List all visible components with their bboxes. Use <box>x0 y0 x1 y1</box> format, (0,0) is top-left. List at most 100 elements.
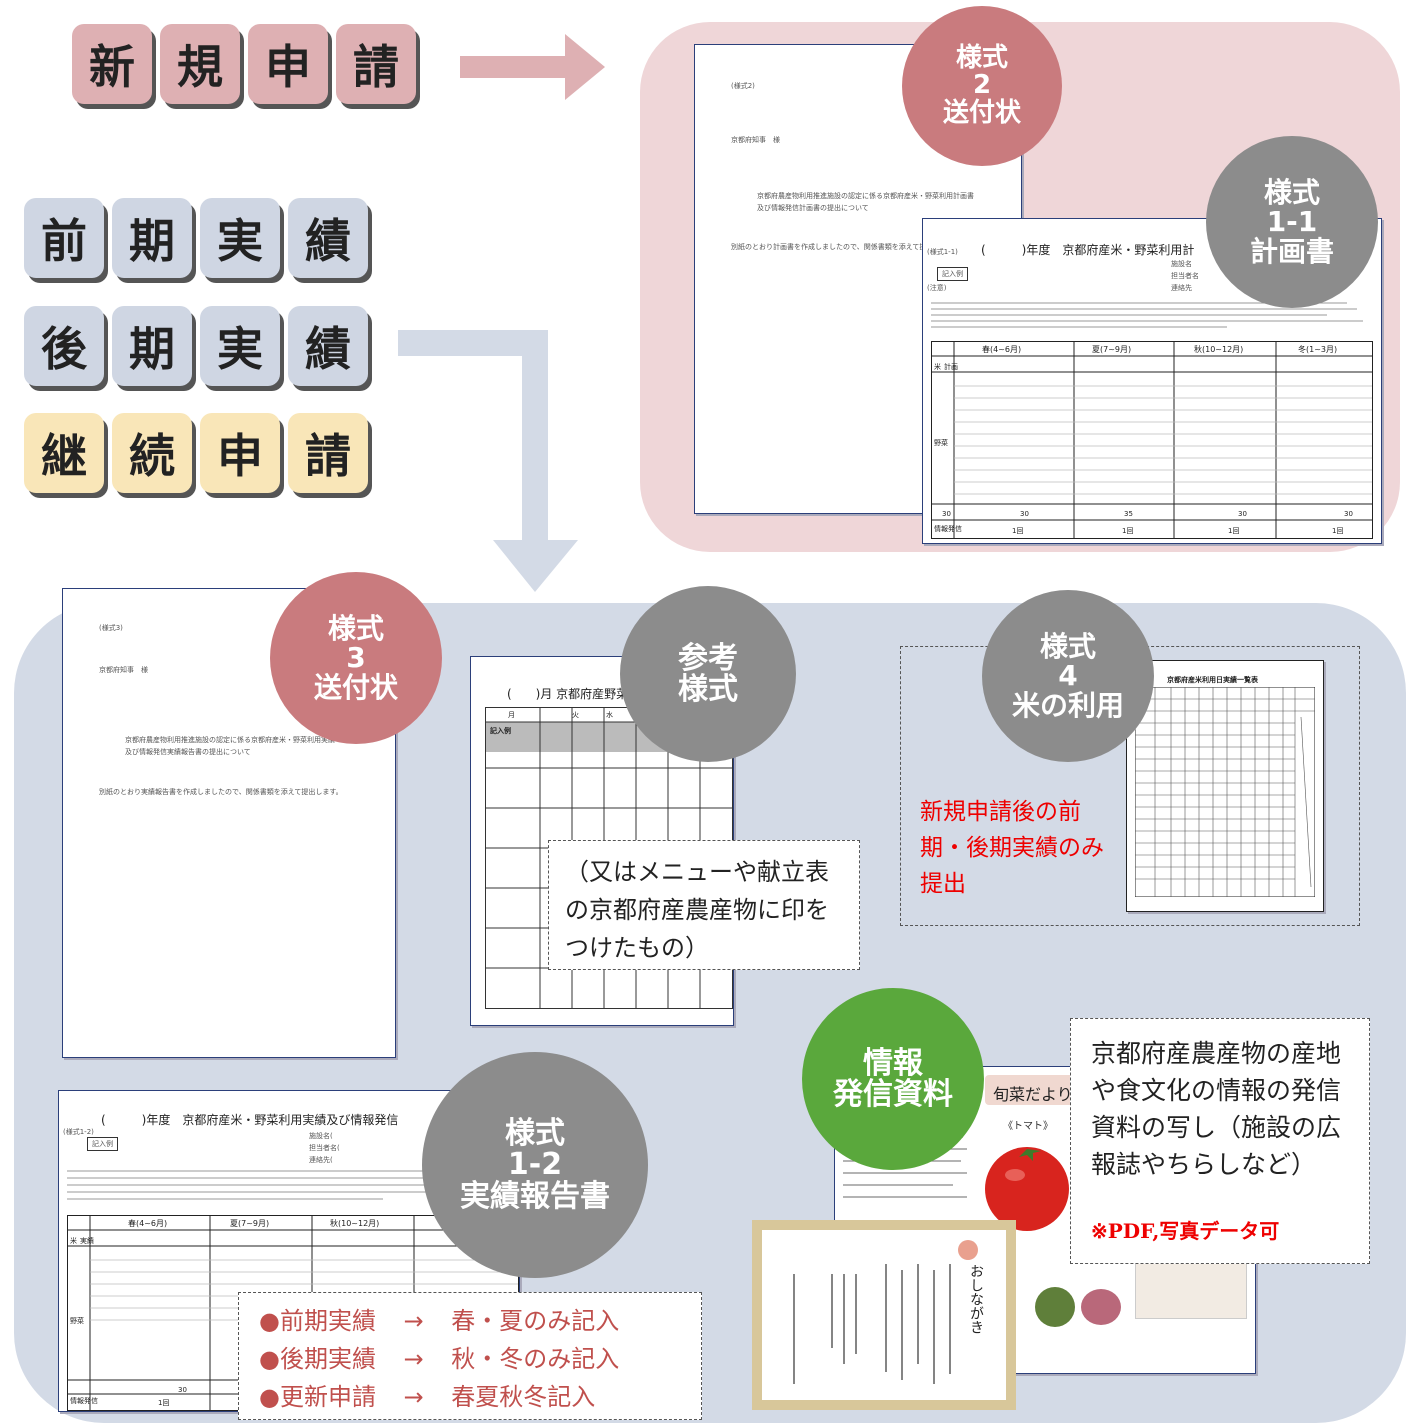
total-value: 30 <box>1020 510 1029 518</box>
arrow-down-icon <box>398 330 578 592</box>
form1-1-document: (様式1-1) ( )年度 京都府産米・野菜利用計 記入例 施設名 担当者名 連… <box>922 218 1382 544</box>
row-label: 実績 <box>80 1237 94 1245</box>
menu-card: おしながき <box>752 1220 1016 1410</box>
badge-text: 送付状 <box>313 670 398 704</box>
legend-desc: 秋・冬のみ記入 <box>451 1345 620 1373</box>
tile: 継 <box>24 413 104 493</box>
row-label: 野菜 <box>70 1317 84 1325</box>
legend-desc: 春・夏のみ記入 <box>451 1307 620 1335</box>
count-value: 1回 <box>1012 527 1024 535</box>
doc-title: ( )年度 京都府産米・野菜利用計 <box>981 243 1195 257</box>
tile: 続 <box>112 413 192 493</box>
total-value: 35 <box>1124 510 1133 518</box>
info-note: 京都府産農産物の産地や食文化の情報の発信資料の写し（施設の広報誌やちらしなど） … <box>1070 1018 1370 1264</box>
row-label: 情報発信 <box>934 525 962 533</box>
arrow-icon: → <box>403 1307 424 1335</box>
legend-row: ●後期実績 → 秋・冬のみ記入 <box>259 1339 619 1374</box>
badge-text: 様式 <box>955 43 1008 74</box>
table-lines <box>932 342 1372 538</box>
legend-note: ●前期実績 → 春・夏のみ記入 ●後期実績 → 秋・冬のみ記入 ●更新申請 → … <box>238 1292 702 1420</box>
row-label: 情報発信 <box>70 1397 98 1405</box>
badge-reference: 参考 様式 <box>620 586 796 762</box>
form4-document: 京都府産米利用日実績一覧表 <box>1126 660 1324 912</box>
badge-text: 3 <box>346 641 366 675</box>
tile: 規 <box>160 24 240 104</box>
doc-body: 及び情報発信実績報告書の提出について <box>125 748 251 756</box>
tile: 期 <box>112 306 192 386</box>
badge-form1-2: 様式 1-2 実績報告書 <box>422 1052 648 1278</box>
legend-row: ●更新申請 → 春夏秋冬記入 <box>259 1377 595 1412</box>
legend-desc: 春夏秋冬記入 <box>451 1383 596 1411</box>
badge-text: 発信資料 <box>833 1077 953 1112</box>
row-label: 米 <box>70 1237 77 1245</box>
menu-card-inner: おしながき <box>762 1230 1006 1400</box>
badge-text: 実績報告書 <box>460 1178 610 1214</box>
badge-text: 様式 <box>505 1115 565 1151</box>
doc-title: ( )年度 京都府産米・野菜利用実績及び情報発信 <box>101 1113 399 1127</box>
total-value: 30 <box>1344 510 1353 518</box>
tile: 実 <box>200 306 280 386</box>
season-header: 冬(1~3月) <box>1298 345 1338 354</box>
total-value: 30 <box>942 510 951 518</box>
badge-text: 様式 <box>1039 629 1096 663</box>
doc-title: 京都府産米利用日実績一覧表 <box>1167 676 1258 684</box>
badge-text: 送付状 <box>942 97 1021 128</box>
badge-text: 参考 <box>678 640 738 676</box>
tiles-continuation: 継 続 申 請 <box>24 413 368 493</box>
tile: 新 <box>72 24 152 104</box>
leaflet-photo <box>1081 1289 1121 1325</box>
badge-form2: 様式 2 送付状 <box>902 6 1062 166</box>
season-header: 夏(7~9月) <box>230 1219 270 1228</box>
leaflet-photo <box>1035 1287 1075 1327</box>
season-header: 春(4~6月) <box>128 1219 168 1228</box>
tile: 実 <box>200 198 280 278</box>
menu-text-lines <box>793 1264 951 1384</box>
badge-text: 2 <box>972 70 992 101</box>
season-header: 春(4~6月) <box>982 345 1022 354</box>
season-header: 秋(10~12月) <box>330 1219 380 1228</box>
tile: 申 <box>248 24 328 104</box>
badge-form3: 様式 3 送付状 <box>270 572 442 744</box>
tiles-new-application: 新 規 申 請 <box>72 24 416 104</box>
tile: 請 <box>336 24 416 104</box>
badge-text: 1-2 <box>507 1147 563 1183</box>
doc-label: (様式1-1) <box>927 248 958 256</box>
plan-table: 春(4~6月) 夏(7~9月) 秋(10~12月) 冬(1~3月) 米 計画 野… <box>931 341 1373 539</box>
legend-term: ●前期実績 <box>259 1307 376 1335</box>
tile: 請 <box>288 413 368 493</box>
doc-body: 及び情報発信計画書の提出について <box>757 204 869 212</box>
badge-form4: 様式 4 米の利用 <box>982 590 1154 762</box>
doc-body: 別紙のとおり計画書を作成しましたので、関係書類を添えて提出します。 <box>731 243 961 251</box>
doc-note: (注意) <box>927 284 947 292</box>
doc-field: 担当者名 <box>1171 272 1199 280</box>
arrow-right-icon <box>460 34 605 100</box>
tile: 期 <box>112 198 192 278</box>
badge-text: 様式 <box>1263 175 1320 209</box>
tile: 申 <box>200 413 280 493</box>
doc-example-tag: 記入例 <box>937 267 968 281</box>
badge-form1-1: 様式 1-1 計画書 <box>1206 136 1378 308</box>
badge-text: 計画書 <box>1249 234 1334 268</box>
info-note-pdf: ※PDF,写真データ可 <box>1091 1219 1280 1243</box>
row-label: 計画 <box>944 363 958 371</box>
doc-label: (様式2) <box>731 82 755 90</box>
season-header: 夏(7~9月) <box>1092 345 1132 354</box>
count-value: 1回 <box>1332 527 1344 535</box>
row-label: 野菜 <box>934 439 948 447</box>
badge-text: 米の利用 <box>1011 688 1124 722</box>
tile: 前 <box>24 198 104 278</box>
doc-addressee: 京都府知事 様 <box>99 666 148 674</box>
tomato-icon <box>985 1147 1069 1231</box>
doc-label: (様式1-2) <box>63 1128 94 1136</box>
tile: 後 <box>24 306 104 386</box>
doc-example-tag: 記入例 <box>87 1137 118 1151</box>
badge-text: 情報 <box>863 1045 923 1081</box>
menu-title: おしながき <box>968 1264 984 1334</box>
arrow-icon: → <box>403 1345 424 1373</box>
legend-row: ●前期実績 → 春・夏のみ記入 <box>259 1301 619 1336</box>
count-value: 1回 <box>1122 527 1134 535</box>
season-header: 秋(10~12月) <box>1194 345 1244 354</box>
tile: 績 <box>288 198 368 278</box>
tiles-second-half: 後 期 実 績 <box>24 306 368 386</box>
doc-body: 京都府農産物利用推進施設の認定に係る京都府産米・野菜利用実績 <box>125 736 335 744</box>
